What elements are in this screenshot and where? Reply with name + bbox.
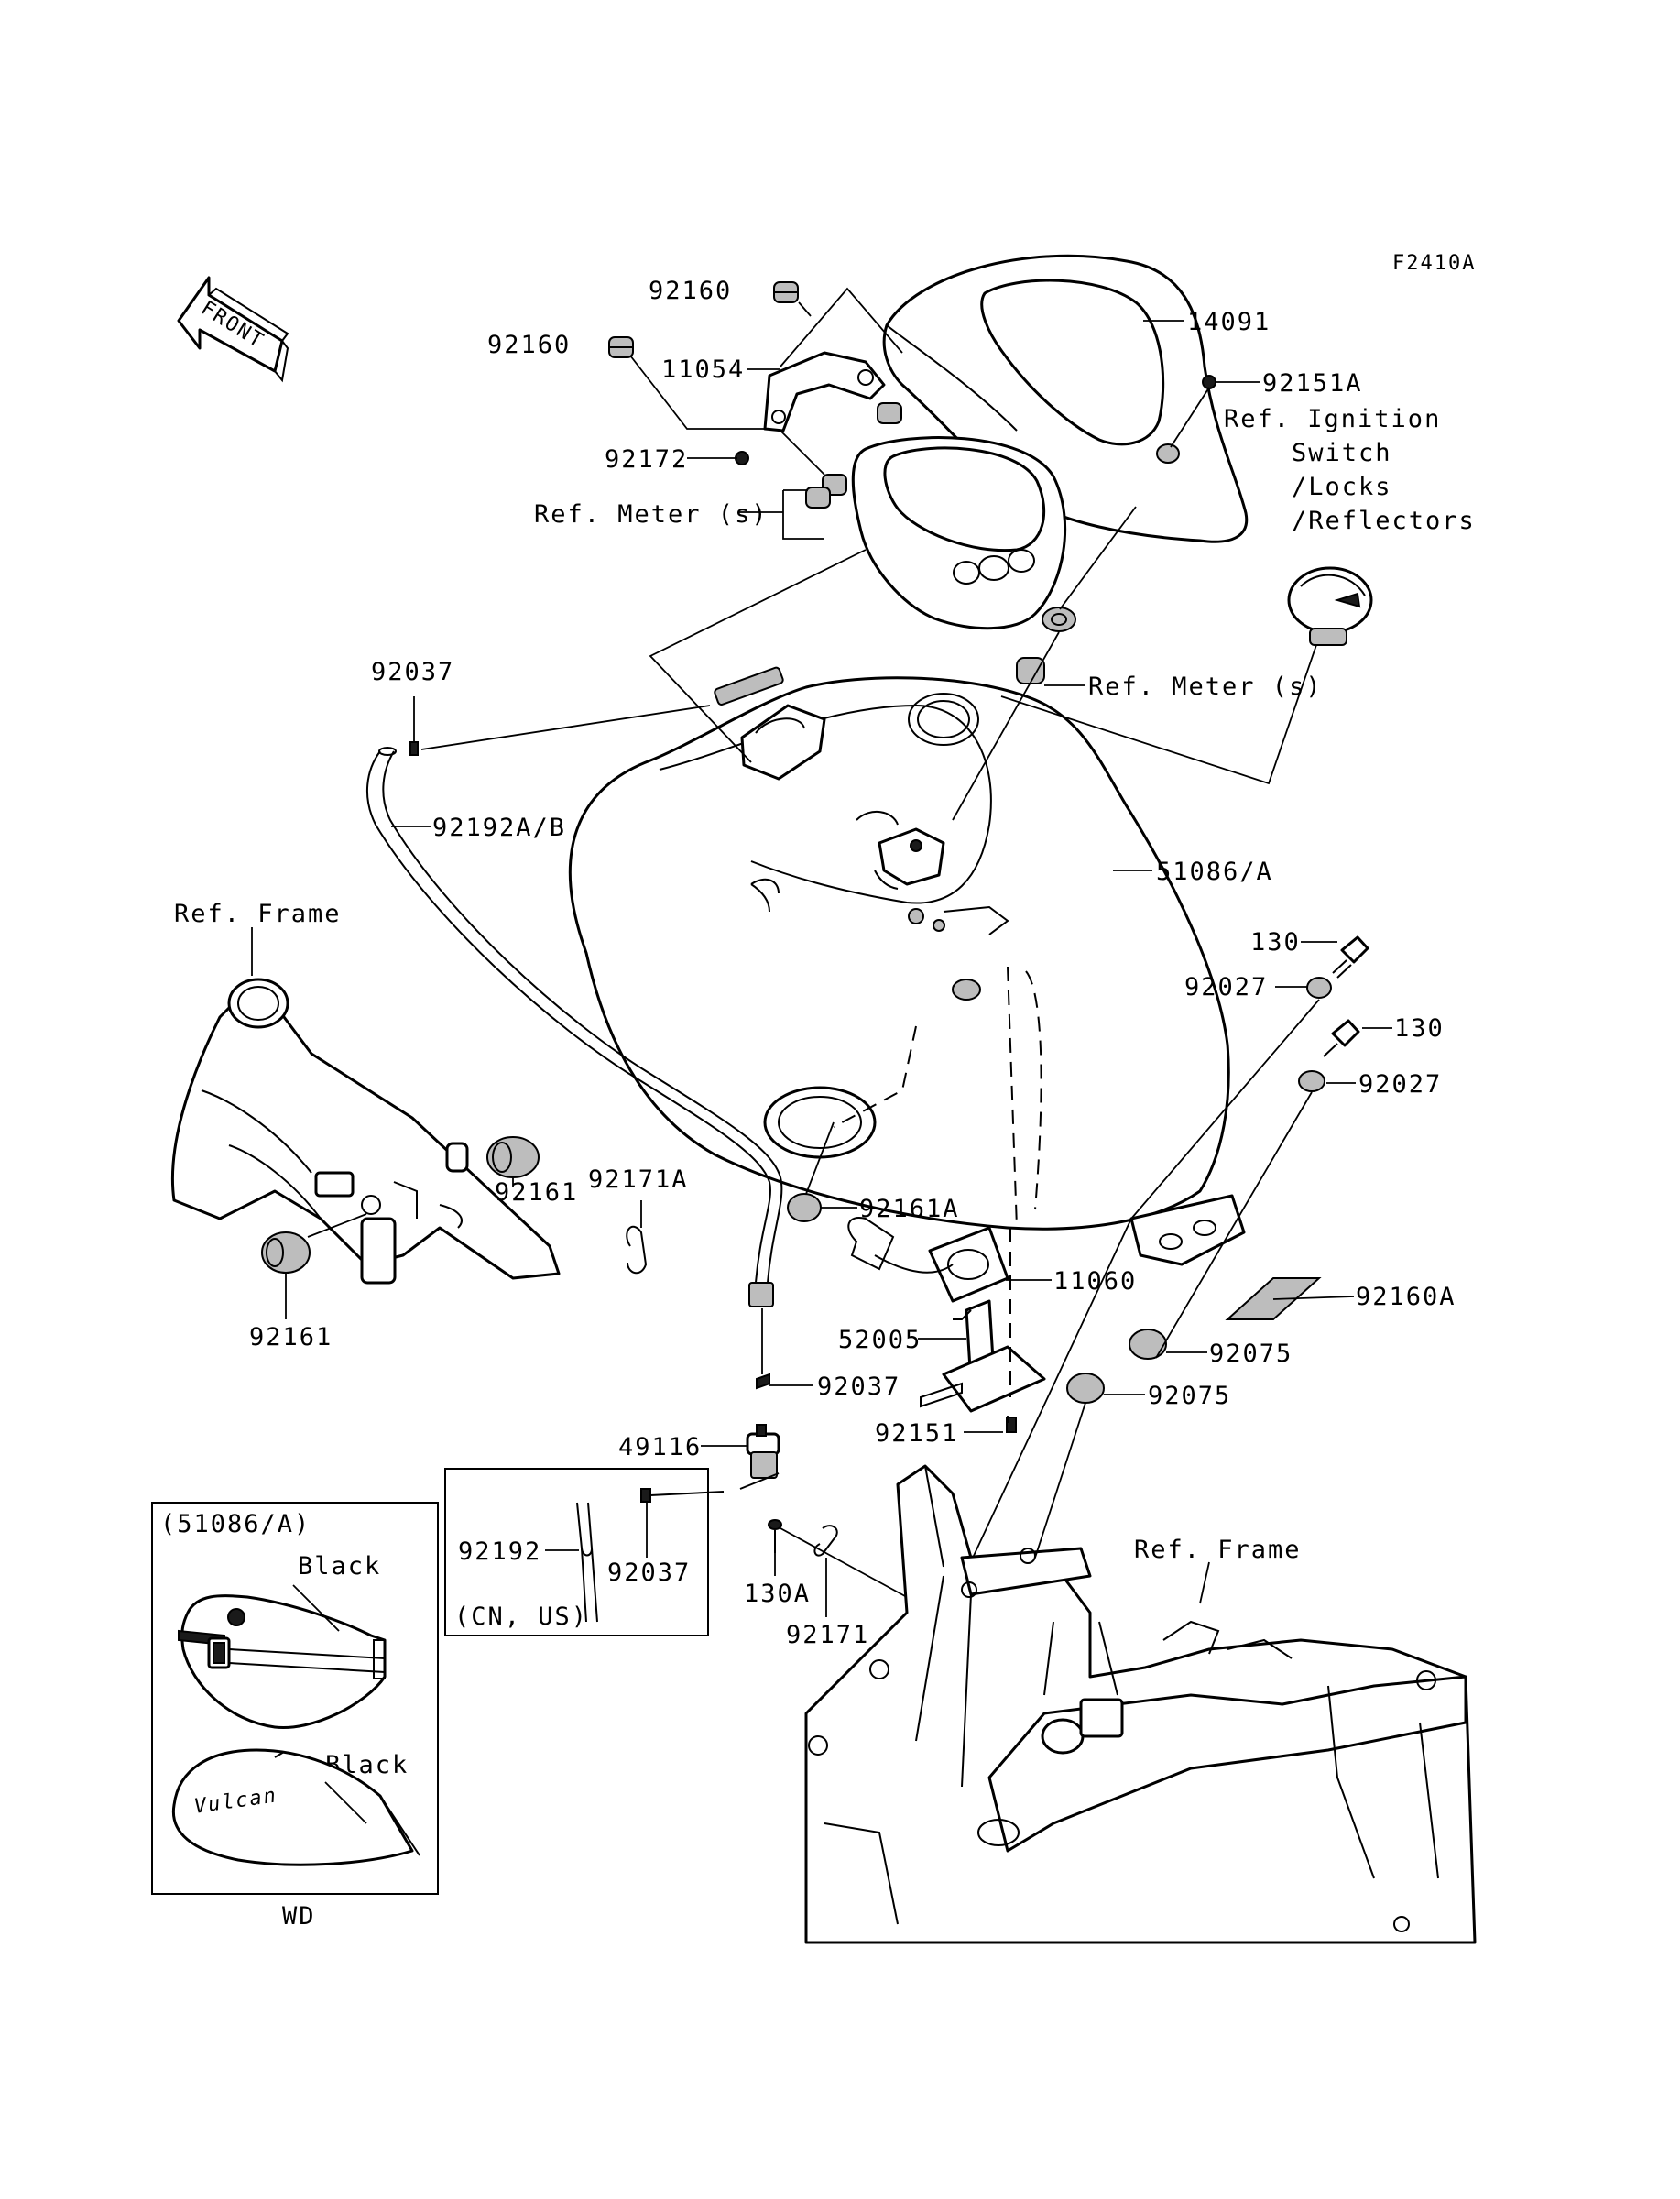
bolt-130-lower (1323, 1019, 1360, 1057)
label-92161-right: 92161 (495, 1178, 578, 1207)
label-92027-b: 92027 (1358, 1070, 1442, 1099)
fuel-tap-49116 (739, 1424, 780, 1490)
figure-code: F2410A (1392, 252, 1476, 275)
label-ref-ignition-2: Switch (1292, 439, 1392, 467)
inset-title: (51086/A) (160, 1510, 311, 1538)
label-92075-a: 92075 (1209, 1340, 1293, 1368)
label-92075-b: 92075 (1148, 1382, 1231, 1410)
clamp-92037-mid (756, 1373, 770, 1390)
label-ref-meter-mid: Ref. Meter (s) (1088, 673, 1323, 701)
clip-92171A (626, 1225, 648, 1275)
fuel-level-sensor-52005 (847, 1217, 1046, 1413)
frame-left (171, 978, 561, 1285)
label-130A: 130A (744, 1580, 811, 1608)
frame-main (804, 1464, 1477, 1944)
label-11060: 11060 (1053, 1267, 1137, 1296)
bolt-92172 (735, 451, 749, 465)
label-92172: 92172 (605, 445, 688, 474)
leader-lines (251, 287, 1392, 1617)
grommet-92160-left (608, 336, 634, 358)
label-92160-top: 92160 (649, 277, 732, 305)
grommet-92160-meter (805, 474, 847, 509)
label-92192AB: 92192A/B (432, 814, 566, 842)
label-ref-frame-left: Ref. Frame (174, 900, 342, 928)
collar-92027-upper (1306, 977, 1332, 999)
meter-cover-14091 (882, 254, 1249, 543)
label-ref-ignition-3: /Locks (1292, 473, 1392, 501)
stud-left-frame (445, 1142, 469, 1173)
grommet-ref-meter (1016, 657, 1045, 684)
label-130-b: 130 (1394, 1014, 1445, 1043)
cn-us-option-box (444, 1468, 725, 1636)
breather-hose-92192AB (365, 747, 783, 1307)
bolt-92151 (1006, 1417, 1017, 1433)
front-arrow-icon: FRONT (177, 276, 289, 383)
label-52005: 52005 (838, 1326, 922, 1354)
grommet-92161-lower (261, 1231, 311, 1274)
label-92037-mid: 92037 (817, 1373, 900, 1401)
label-ref-meter-top: Ref. Meter (s) (534, 500, 769, 529)
label-92171: 92171 (786, 1621, 869, 1649)
clip-92171 (813, 1525, 838, 1557)
bolt-130-upper (1332, 935, 1369, 979)
grommet-92161-upper (486, 1136, 540, 1178)
label-92037-box: 92037 (607, 1559, 691, 1587)
bolt-130A (768, 1519, 782, 1553)
label-92151: 92151 (875, 1419, 958, 1448)
clamp-92037-top (409, 741, 419, 756)
variant-inset-51086A: (51086/A) Black Black Vulcan WD (151, 1502, 439, 1931)
label-92161-bottom: 92161 (249, 1323, 333, 1351)
label-92161A: 92161A (859, 1195, 960, 1223)
inset-label-top: Black (298, 1552, 381, 1581)
label-ref-ignition-4: /Reflectors (1292, 507, 1476, 535)
label-ref-ignition-1: Ref. Ignition (1224, 405, 1441, 433)
grommet-92160-top (773, 281, 799, 303)
label-51086A: 51086/A (1156, 858, 1273, 886)
inset-caption: WD (282, 1902, 316, 1931)
label-ref-frame-right: Ref. Frame (1134, 1536, 1302, 1564)
label-92171A: 92171A (588, 1165, 689, 1194)
callout-labels: 92160 92160 11054 14091 92151A Ref. Igni… (174, 277, 1476, 1649)
speedometer-meter (851, 436, 1076, 632)
bracket-11054 (763, 351, 886, 432)
label-11054: 11054 (661, 356, 745, 384)
label-92160A: 92160A (1356, 1283, 1456, 1311)
label-49116: 49116 (618, 1433, 702, 1461)
fuel-tank-51086A (568, 666, 1246, 1266)
label-cn-us: (CN, US) (454, 1603, 588, 1631)
cushion-92075-lower (1066, 1373, 1105, 1404)
grommet-92160-cover (877, 402, 902, 424)
grommet-92161A (787, 1193, 822, 1222)
collar-92027-lower (1298, 1070, 1325, 1092)
label-92027-a: 92027 (1184, 973, 1268, 1001)
label-92160-left: 92160 (487, 331, 571, 359)
label-92151A: 92151A (1262, 369, 1363, 398)
label-14091: 14091 (1187, 308, 1271, 336)
grommet-92151A (1202, 375, 1216, 389)
ignition-switch (1287, 566, 1373, 646)
label-92037-top: 92037 (371, 658, 454, 686)
label-130-a: 130 (1250, 928, 1301, 957)
label-92192: 92192 (458, 1537, 541, 1566)
cushion-92075-upper (1129, 1329, 1167, 1360)
